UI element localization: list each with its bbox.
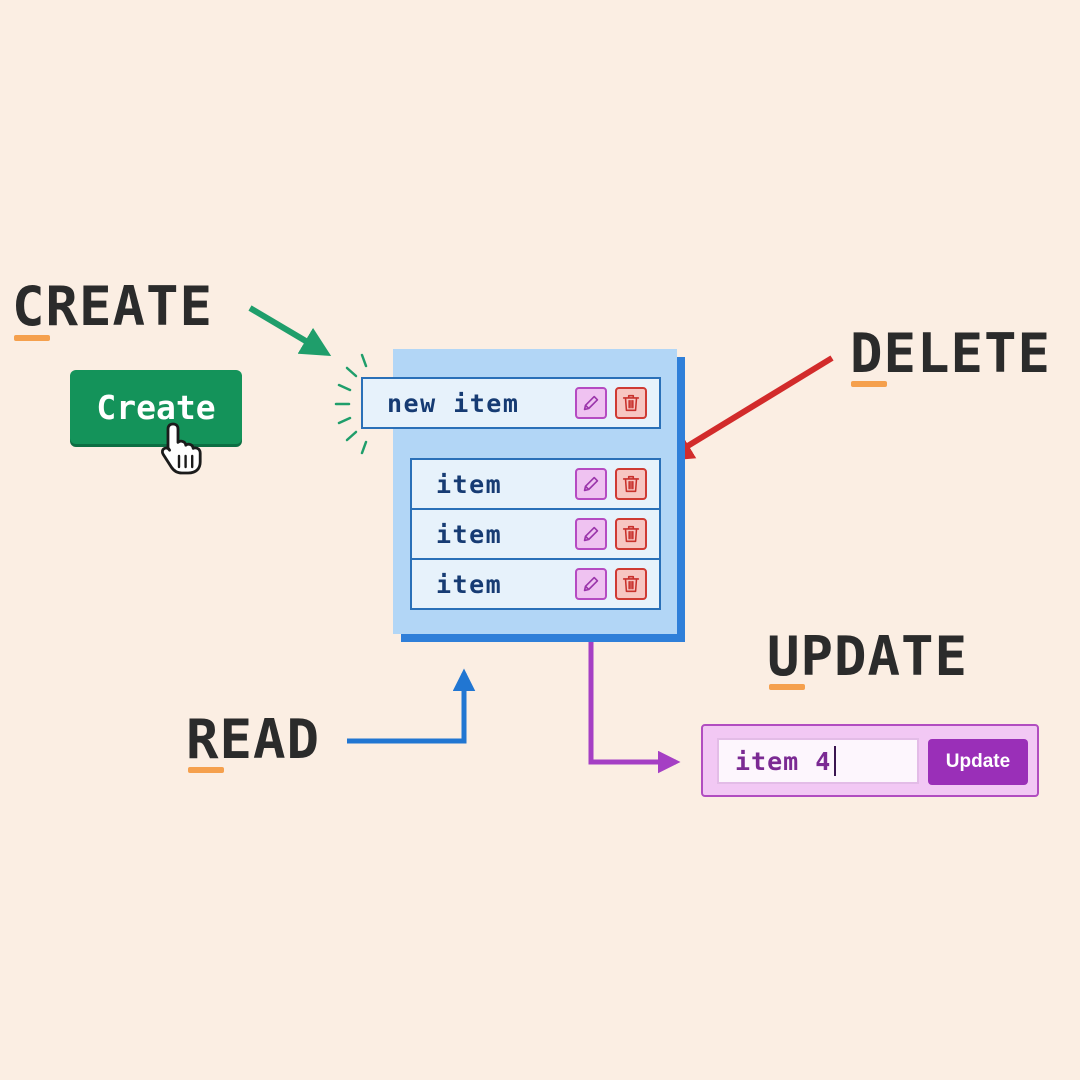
list-item: item (410, 508, 661, 560)
trash-icon (622, 475, 640, 493)
list-item-label: item (436, 519, 503, 549)
update-button[interactable]: Update (928, 739, 1028, 785)
new-item-edit-button[interactable] (575, 387, 607, 419)
create-label-underline (14, 335, 50, 341)
list-item-label: item (436, 469, 503, 499)
trash-icon (622, 525, 640, 543)
new-item-label: new item (387, 388, 520, 418)
list-item-edit-button[interactable] (575, 468, 607, 500)
pencil-icon (583, 526, 599, 542)
read-arrow (347, 668, 476, 744)
pencil-icon (583, 395, 599, 411)
pointer-hand-icon (160, 422, 202, 475)
update-input[interactable]: item 4 (717, 738, 919, 784)
delete-label: DELETE (850, 322, 1052, 385)
text-caret (834, 746, 837, 776)
list-item-delete-button[interactable] (615, 518, 647, 550)
update-input-value: item 4 (735, 746, 832, 776)
pencil-icon (583, 576, 599, 592)
list-item: item (410, 558, 661, 610)
create-label: CREATE (12, 275, 214, 338)
list-item-delete-button[interactable] (615, 568, 647, 600)
read-label-underline (188, 767, 224, 773)
create-arrow (248, 305, 332, 357)
list-item-edit-button[interactable] (575, 518, 607, 550)
new-item-row: new item (361, 377, 661, 429)
update-label: UPDATE (767, 625, 969, 688)
list-item-edit-button[interactable] (575, 568, 607, 600)
list-item-label: item (436, 569, 503, 599)
update-arrow (588, 610, 681, 774)
delete-arrow (662, 355, 834, 462)
trash-icon (622, 394, 640, 412)
update-label-underline (769, 684, 805, 690)
read-label: READ (186, 708, 321, 771)
delete-label-underline (851, 381, 887, 387)
trash-icon (622, 575, 640, 593)
create-button[interactable]: Create (70, 370, 242, 444)
list-item: item (410, 458, 661, 510)
sparkle-burst (334, 353, 368, 455)
new-item-delete-button[interactable] (615, 387, 647, 419)
update-form: item 4 Update (701, 724, 1039, 797)
list-item-delete-button[interactable] (615, 468, 647, 500)
pencil-icon (583, 476, 599, 492)
